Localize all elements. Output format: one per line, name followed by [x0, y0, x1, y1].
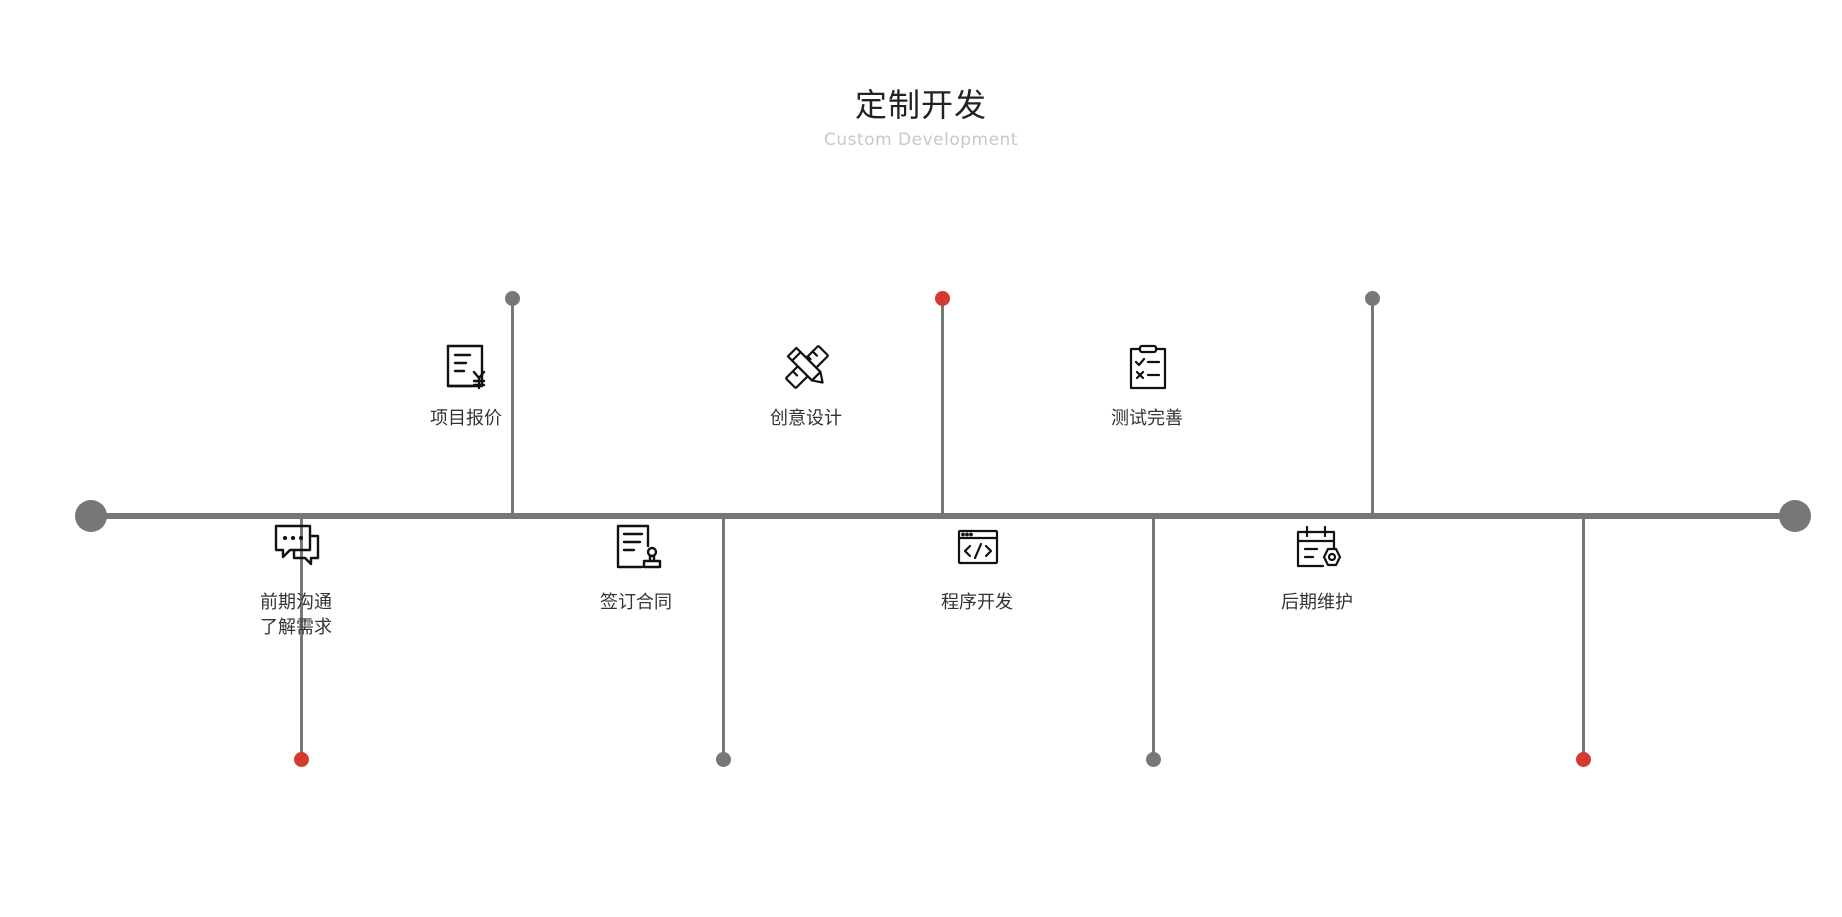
step-1-stem	[300, 516, 303, 759]
step-5-stem	[1152, 516, 1155, 759]
calendar-gear-icon	[1293, 522, 1343, 572]
pencil-ruler-icon	[782, 342, 832, 392]
step-1-node	[294, 752, 309, 767]
step-3-node	[716, 752, 731, 767]
step-4-label: 创意设计	[770, 408, 842, 429]
step-3-stem	[722, 516, 725, 759]
checklist-clipboard-icon	[1123, 342, 1173, 392]
step-1-label: 前期沟通 了解需求	[260, 592, 332, 638]
step-2-node	[505, 291, 520, 306]
step-7-stem	[1582, 516, 1585, 759]
code-window-icon	[953, 522, 1003, 572]
page-title: 定制开发	[854, 86, 987, 124]
step-3-label: 签订合同	[600, 592, 672, 613]
step-5-node	[1146, 752, 1161, 767]
contract-stamp-icon	[612, 522, 662, 572]
step-6-stem	[1371, 299, 1374, 516]
step-2-label: 项目报价	[430, 408, 502, 429]
step-2-stem	[511, 299, 514, 516]
timeline-start-cap	[75, 500, 107, 532]
step-5-label: 程序开发	[941, 592, 1013, 613]
step-6-label: 测试完善	[1111, 408, 1183, 429]
step-4-node	[935, 291, 950, 306]
step-7-node	[1576, 752, 1591, 767]
yuan-document-icon	[442, 342, 492, 392]
step-4-stem	[941, 299, 944, 516]
step-7-label: 后期维护	[1281, 592, 1353, 613]
chat-bubbles-icon	[272, 522, 322, 572]
timeline-end-cap	[1779, 500, 1811, 532]
timeline-axis	[90, 513, 1796, 519]
page-subtitle: Custom Development	[824, 130, 1018, 150]
step-6-node	[1365, 291, 1380, 306]
